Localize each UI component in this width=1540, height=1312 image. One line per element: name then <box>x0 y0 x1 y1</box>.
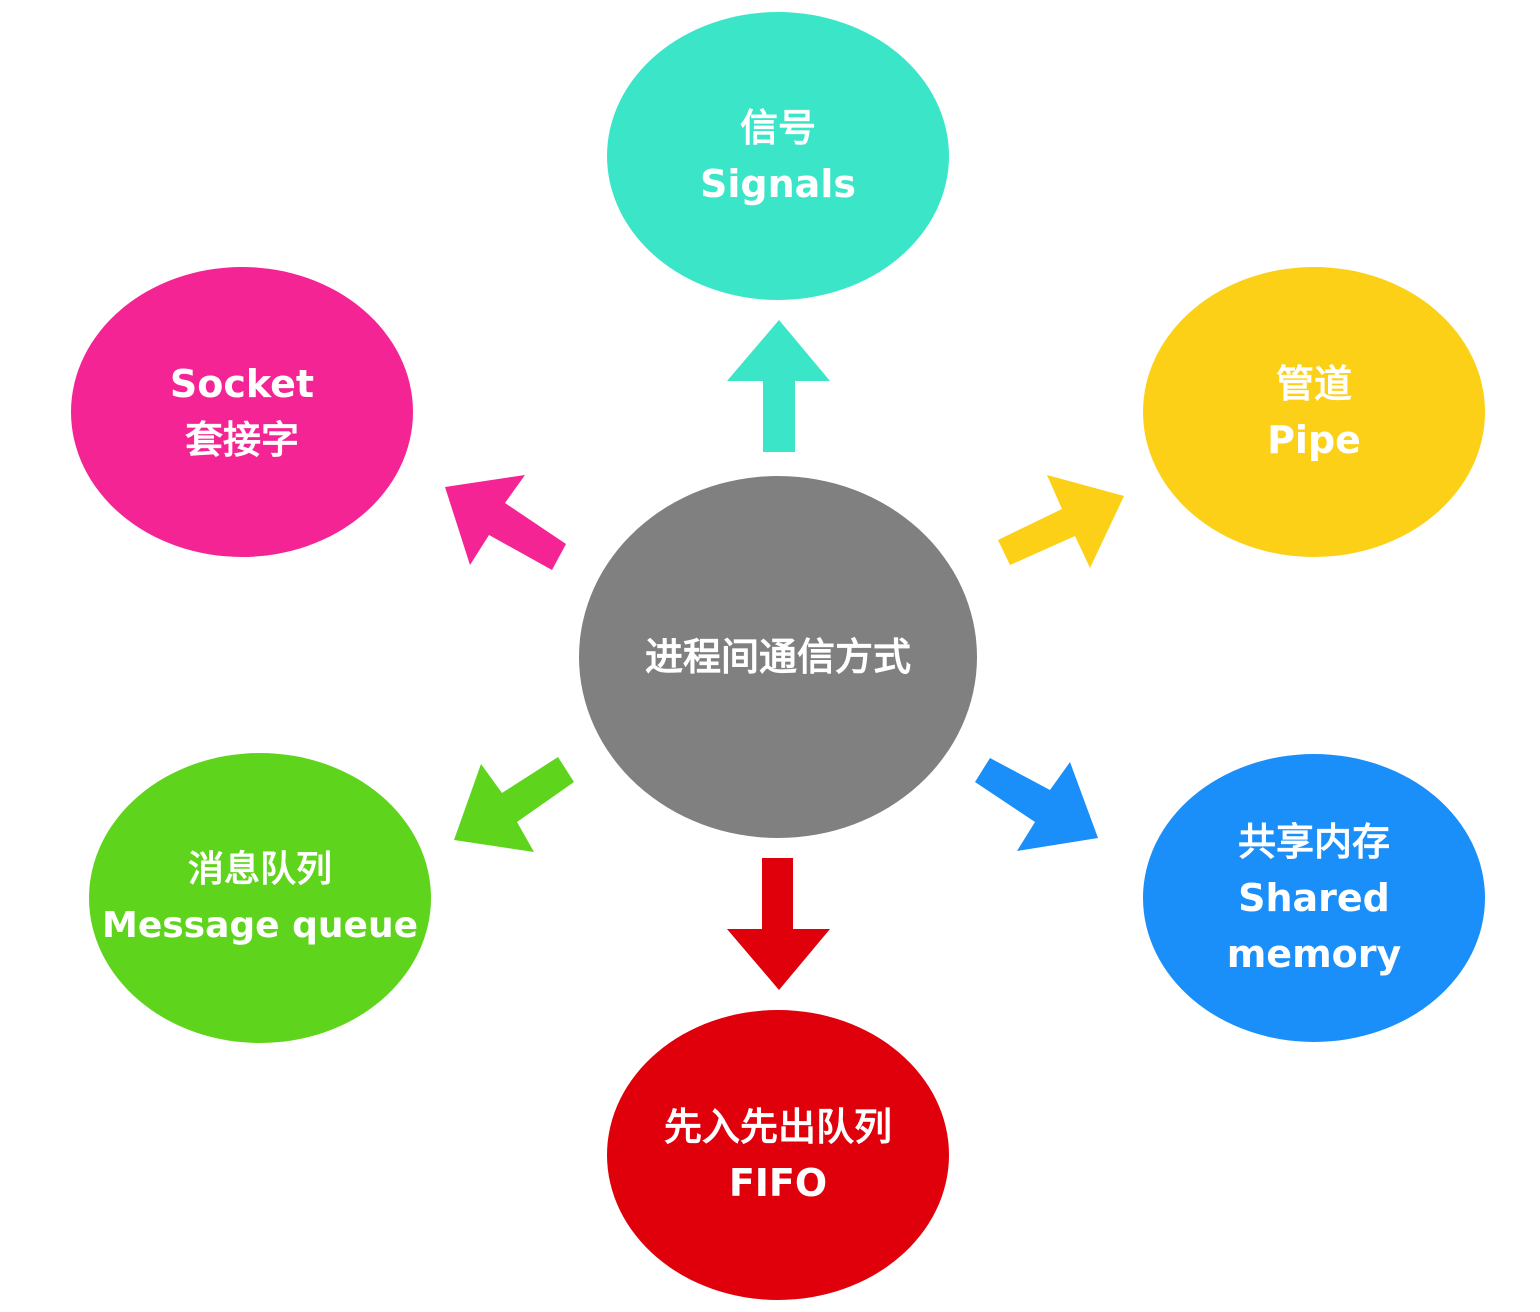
pipe-label-en: Pipe <box>1267 418 1361 462</box>
fifo-node: 先入先出队列 FIFO <box>607 1010 949 1300</box>
shared-memory-label-cn: 共享内存 <box>1237 820 1390 864</box>
socket-label-en: Socket <box>169 362 315 406</box>
center-node: 进程间通信方式 <box>579 476 977 838</box>
shared-memory-node: 共享内存 Shared memory <box>1143 754 1485 1042</box>
signals-label-cn: 信号 <box>739 106 816 150</box>
arrow-to-message-queue <box>454 757 574 852</box>
fifo-label-en: FIFO <box>728 1161 828 1205</box>
arrow-to-fifo <box>727 858 830 990</box>
arrow-to-socket <box>445 475 566 570</box>
pipe-label-cn: 管道 <box>1275 362 1352 406</box>
message-queue-node: 消息队列 Message queue <box>89 753 431 1043</box>
signals-label-en: Signals <box>700 162 856 206</box>
socket-node: Socket 套接字 <box>71 267 413 557</box>
message-queue-label-cn: 消息队列 <box>187 849 332 890</box>
shared-memory-label-en-2: memory <box>1226 932 1402 976</box>
shared-memory-label-en-1: Shared <box>1238 876 1390 920</box>
signals-node: 信号 Signals <box>607 12 949 300</box>
socket-label-cn: 套接字 <box>184 418 299 462</box>
pipe-node: 管道 Pipe <box>1143 267 1485 557</box>
message-queue-label-en: Message queue <box>102 905 418 946</box>
arrow-to-signals <box>727 320 830 452</box>
arrow-to-pipe <box>998 475 1124 568</box>
arrow-to-shared-memory <box>975 758 1098 851</box>
fifo-label-cn: 先入先出队列 <box>663 1105 892 1149</box>
center-label: 进程间通信方式 <box>644 635 911 679</box>
